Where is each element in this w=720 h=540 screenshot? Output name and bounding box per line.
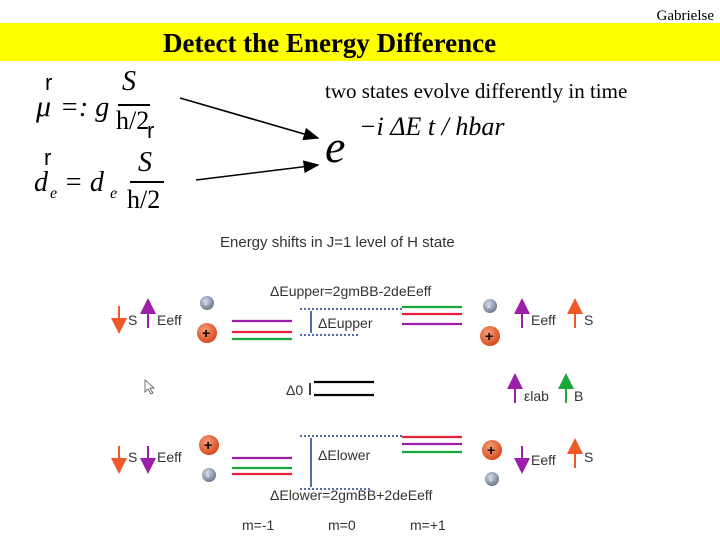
ion-pair-lower-left: + - bbox=[199, 435, 219, 482]
plus-sign: + bbox=[202, 325, 210, 341]
eeff-label-upper-left: Eeff bbox=[157, 312, 182, 328]
cursor-icon bbox=[144, 379, 156, 395]
arrow-de-to-phase bbox=[195, 160, 320, 181]
mu-numerator: S bbox=[122, 66, 136, 97]
delta-upper-label: ΔEupper bbox=[318, 315, 373, 331]
m-minus-label: m=-1 bbox=[242, 517, 275, 533]
phase-exponent: −i ΔE t / hbar bbox=[359, 112, 505, 141]
diagram-heading: Energy shifts in J=1 level of H state bbox=[220, 234, 455, 251]
vector-mark-de: r bbox=[44, 145, 52, 170]
m-zero-label: m=0 bbox=[328, 517, 356, 533]
delta0-label: Δ0 bbox=[286, 382, 303, 398]
vector-mark-small: r bbox=[147, 118, 155, 143]
m-plus-label: m=+1 bbox=[410, 517, 446, 533]
s-label-lower-left: S bbox=[128, 449, 137, 465]
eeff-label-lower-right: Eeff bbox=[531, 452, 556, 468]
de-fraction-bar bbox=[130, 181, 164, 183]
arrow-mu-to-phase bbox=[179, 97, 320, 141]
title-bar bbox=[0, 23, 720, 61]
de-subscript-rhs: e bbox=[110, 185, 118, 202]
de-equals: = d bbox=[64, 167, 104, 198]
delta-lower-label: ΔElower bbox=[318, 447, 370, 463]
ion-pair-upper-right: - + bbox=[480, 299, 500, 346]
b-label: B bbox=[574, 388, 583, 404]
phase-base: e bbox=[325, 121, 346, 172]
minus-sign: - bbox=[487, 301, 491, 313]
author-label: Gabrielse bbox=[656, 8, 714, 24]
s-label-lower-right: S bbox=[584, 449, 593, 465]
mu-fraction-bar bbox=[118, 104, 150, 106]
elab-label: εlab bbox=[524, 388, 549, 404]
slide-title: Detect the Energy Difference bbox=[163, 28, 497, 58]
mu-definition: =: g bbox=[60, 92, 110, 123]
s-label-upper-left: S bbox=[128, 312, 137, 328]
minus-sign: - bbox=[204, 298, 208, 310]
de-numerator: S bbox=[138, 147, 152, 178]
de-subscript: e bbox=[50, 185, 58, 202]
de-symbol: d bbox=[34, 167, 48, 198]
minus-sign: - bbox=[206, 470, 210, 482]
minus-sign: - bbox=[489, 474, 493, 486]
eeff-label-upper-right: Eeff bbox=[531, 312, 556, 328]
s-label-upper-right: S bbox=[584, 312, 593, 328]
plus-sign: + bbox=[487, 442, 495, 458]
subtitle: two states evolve differently in time bbox=[325, 79, 628, 103]
phase-factor: e −i ΔE t / hbar bbox=[325, 112, 555, 172]
de-equation: r d e = d e S h/2 bbox=[30, 145, 190, 215]
ion-pair-lower-right: + - bbox=[482, 440, 502, 486]
mu-denominator: h/2 bbox=[116, 106, 150, 135]
plus-sign: + bbox=[485, 328, 493, 344]
plus-sign: + bbox=[204, 437, 212, 453]
delta-lower-formula: ΔElower=2gmBB+2deEeff bbox=[270, 487, 433, 503]
mu-symbol: μ bbox=[36, 90, 52, 123]
de-denominator: h/2 bbox=[127, 185, 161, 214]
eeff-label-lower-left: Eeff bbox=[157, 449, 182, 465]
vector-mark: r bbox=[45, 70, 53, 95]
ion-pair-upper-left: - + bbox=[197, 296, 217, 343]
mu-equation: r μ =: g S h/2 r bbox=[30, 66, 190, 143]
delta-upper-formula: ΔEupper=2gmBB-2deEeff bbox=[270, 283, 431, 299]
